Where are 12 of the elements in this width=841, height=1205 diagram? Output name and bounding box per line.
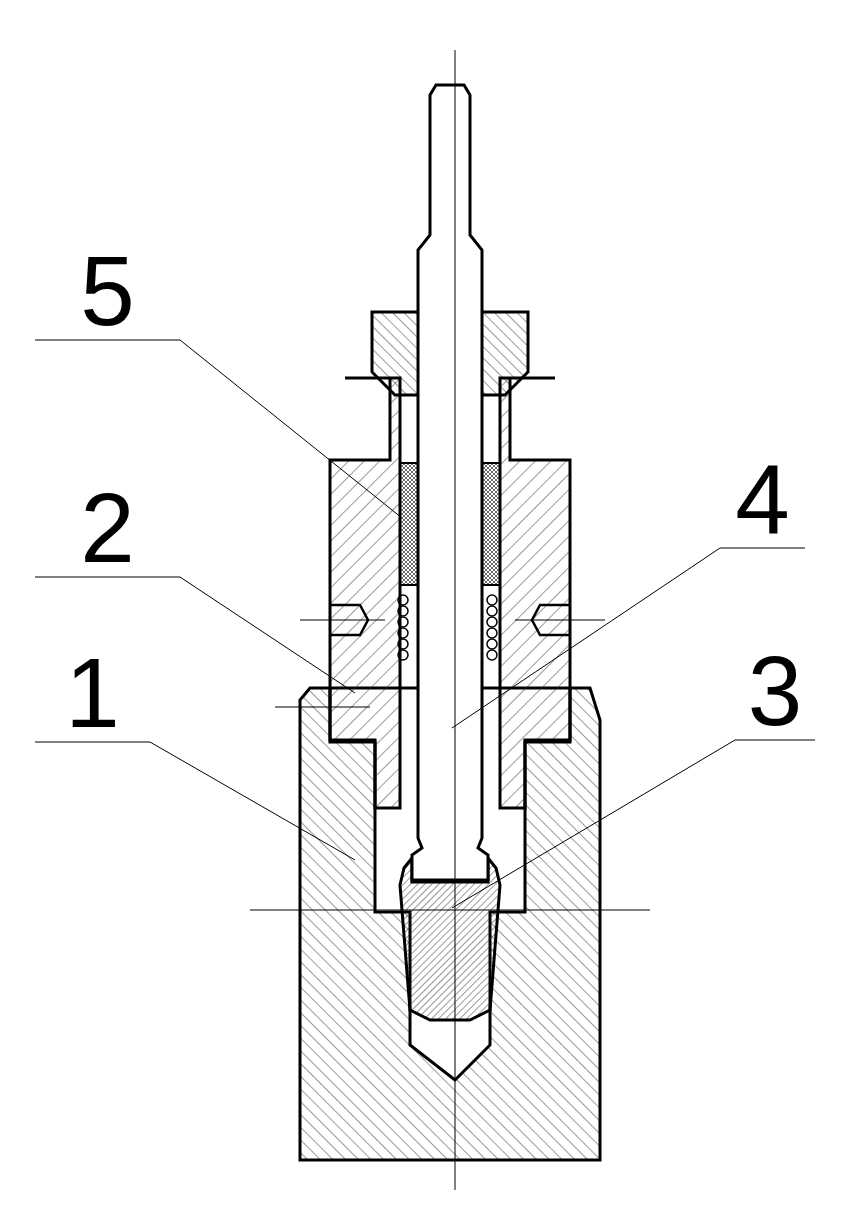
- leader-line: [34, 741, 356, 861]
- leader-line: [451, 547, 806, 729]
- callout-number: 1: [35, 647, 150, 742]
- callout-number: 5: [35, 250, 180, 340]
- valve-stem: [410, 83, 490, 882]
- leader-line: [34, 576, 356, 694]
- bonnet: [328, 376, 572, 810]
- callout-number: 4: [720, 453, 805, 548]
- callout-number: 2: [35, 482, 180, 577]
- leader-line: [34, 339, 403, 519]
- leader-line: [451, 739, 816, 909]
- callout-number: 3: [735, 645, 815, 740]
